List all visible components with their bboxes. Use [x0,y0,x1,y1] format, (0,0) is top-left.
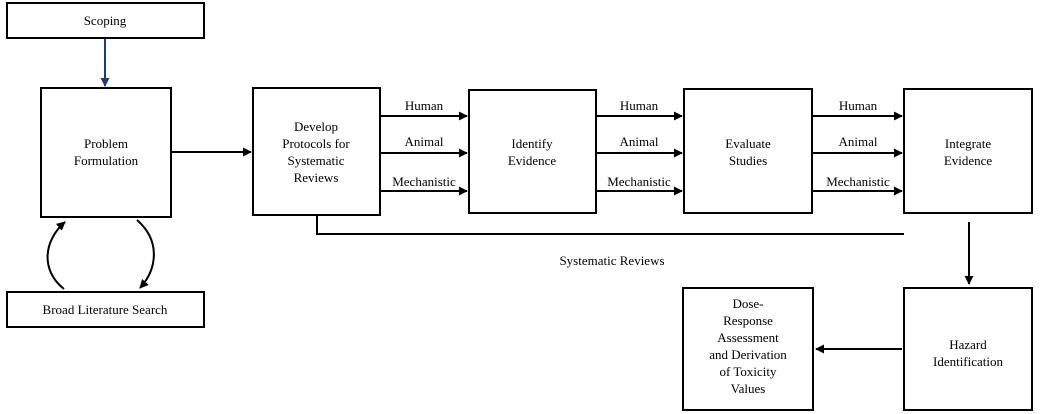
stream-label-animal: Animal [839,134,878,149]
broad-literature-search-label: Broad Literature Search [43,302,168,317]
dose-response-text-3: Assessment [717,330,779,345]
problem-formulation-box [40,87,172,218]
stream-label-human: Human [839,98,878,113]
stream-label-mechanistic: Mechanistic [607,174,671,189]
identify-evidence-label: Identify Evidence [508,136,557,168]
hazard-identification-text-1: Hazard [949,337,987,352]
stream-labels-evaluate-integrate: Human Animal Mechanistic [826,98,890,189]
develop-protocols-text-4: Reviews [294,170,339,185]
stream-label-human: Human [620,98,659,113]
dose-response-label: Dose- Response Assessment and Derivation… [709,296,787,396]
stream-label-mechanistic: Mechanistic [392,174,456,189]
evaluate-studies-box [683,88,813,214]
problem-formulation-text-1: Problem [84,136,128,151]
scoping-text: Scoping [84,13,127,28]
problem-formulation-label: Problem Formulation [74,136,139,168]
integrate-evidence-box [903,88,1033,214]
dose-response-box [682,287,814,411]
develop-protocols-text-3: Systematic [287,153,344,168]
scoping-box [6,2,205,39]
dose-response-text-4: and Derivation [709,347,787,362]
identify-evidence-text-1: Identify [511,136,553,151]
search-to-problem-cycle-arrow [46,221,66,290]
develop-protocols-text-2: Protocols for [282,136,350,151]
scoping-label: Scoping [84,13,127,28]
systematic-reviews-bracket [316,216,904,235]
integrate-evidence-text-2: Evidence [944,153,993,168]
dose-response-text-5: of Toxicity [720,364,777,379]
broad-literature-search-box [6,291,205,328]
develop-protocols-text-1: Develop [294,119,338,134]
hazard-identification-text-2: Identification [933,354,1004,369]
identify-evidence-text-2: Evidence [508,153,557,168]
problem-to-search-cycle-arrow [136,219,155,289]
hazard-identification-label: Hazard Identification [933,337,1004,369]
stream-label-human: Human [405,98,444,113]
dose-response-text-6: Values [731,381,766,396]
problem-formulation-text-2: Formulation [74,153,139,168]
evaluate-studies-text-2: Studies [729,153,767,168]
stream-label-mechanistic: Mechanistic [826,174,890,189]
integrate-evidence-text-1: Integrate [945,136,991,151]
evaluate-studies-label: Evaluate Studies [725,136,771,168]
evaluate-studies-text-1: Evaluate [725,136,771,151]
stream-labels-protocols-identify: Human Animal Mechanistic [392,98,456,189]
integrate-evidence-label: Integrate Evidence [944,136,993,168]
develop-protocols-box [252,87,381,216]
systematic-reviews-label: Systematic Reviews [559,253,664,268]
identify-evidence-box [468,89,597,214]
stream-label-animal: Animal [620,134,659,149]
dose-response-text-1: Dose- [732,296,763,311]
develop-protocols-label: Develop Protocols for Systematic Reviews [282,119,350,185]
stream-labels-identify-evaluate: Human Animal Mechanistic [607,98,671,189]
broad-literature-search-text: Broad Literature Search [43,302,168,317]
dose-response-text-2: Response [723,313,773,328]
hazard-identification-box [903,287,1033,411]
stream-label-animal: Animal [405,134,444,149]
